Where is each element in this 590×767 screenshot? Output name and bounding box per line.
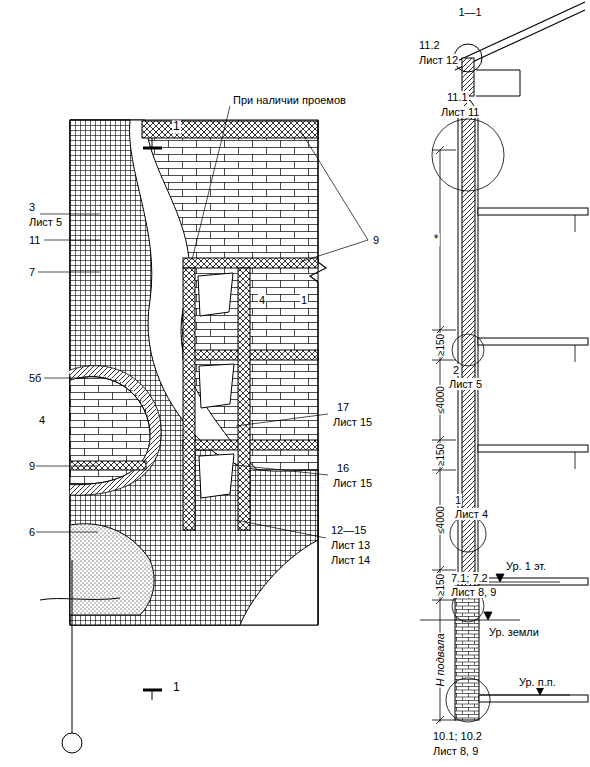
callout-label: 3 [28,201,36,213]
callout-label: 4 [258,294,266,306]
callout-label: ≥150 [435,443,446,467]
callout-label: 16 [336,462,350,474]
callout-label: При наличии проемов [232,94,347,106]
callout-label: Лист 13 [330,539,371,551]
callout-label: Лист 5 [448,378,483,390]
callout-label: 11.1 [446,91,469,103]
callout-label: 10.1; 10.2 [432,730,483,742]
callout-label: Лист 15 [332,477,373,489]
callout-label: 1—1 [457,6,482,18]
callout-label: Ур. 1 эт. [505,560,547,572]
callout-label: 17 [336,401,350,413]
callout-label: Ур. п.п. [518,676,557,688]
callout-label: 5б [28,372,42,384]
callout-label: ≥150 [435,333,446,357]
callout-label: 1 [300,294,308,306]
callout-label: 7 [28,266,36,278]
callout-label: 11.2 [418,39,441,51]
callout-label: Лист 12 [418,54,459,66]
callout-label: Ур. земли [488,626,540,638]
callout-label: 6 [28,526,36,538]
callout-label: H подвала [434,632,446,687]
callout-label: Лист 8, 9 [450,586,497,598]
callout-label: ≤4000 [435,385,446,415]
callout-label: 12—15 [330,524,367,536]
callout-label: * [433,233,440,246]
callout-label: Лист 5 [28,216,63,228]
callout-label: 4 [38,414,46,426]
callout-label: 11 [28,234,41,246]
callout-label: 1 [172,120,181,133]
callout-label: 9 [28,460,36,472]
callout-label: Лист 14 [330,554,371,566]
callout-label: 1 [172,681,181,694]
callout-label: ≥150 [435,573,446,597]
callout-label: 7.1; 7.2 [450,572,489,584]
callout-label: Лист 15 [332,416,373,428]
callout-label: 1 [454,494,462,506]
callout-label: ≤4000 [435,505,446,535]
callout-label: Лист 11 [440,106,480,118]
callout-label: 2 [452,364,460,376]
callout-label: Лист 4 [454,508,489,520]
callout-label: Лист 8, 9 [432,745,479,757]
callout-label: 9 [372,234,380,246]
